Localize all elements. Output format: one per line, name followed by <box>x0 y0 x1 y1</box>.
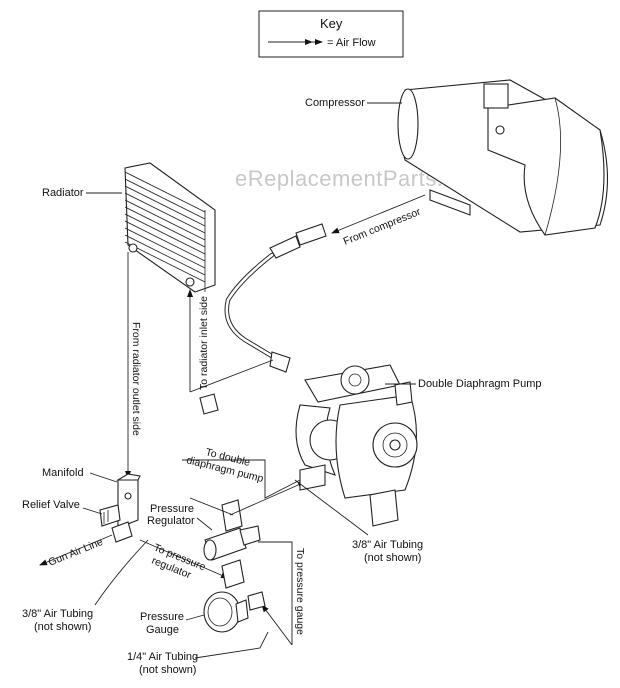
from-compressor-label: From compressor <box>342 206 423 248</box>
to-pressure-gauge-arrow <box>261 604 293 646</box>
gun-air-fitting <box>111 521 133 543</box>
to-gauge-leader <box>258 541 293 645</box>
double-diaphragm-pump <box>295 364 418 527</box>
air-tubing-right-leader <box>294 479 369 536</box>
pump-label: Double Diaphragm Pump <box>418 378 542 390</box>
air-tubing-14-leader <box>194 631 269 659</box>
to-pump-arrow <box>229 481 306 516</box>
key-arrow-label: = Air Flow <box>327 37 376 49</box>
relief-valve <box>99 504 121 527</box>
air-tubing-38-right-label-1: 3/8" Air Tubing <box>352 539 423 551</box>
air-tubing-14-label-1: 1/4" Air Tubing <box>127 651 198 663</box>
gun-air-line-arrow <box>39 534 113 566</box>
pressure-regulator-label-2: Regulator <box>147 515 195 527</box>
gun-air-line-label: Gun Air Line <box>47 536 105 569</box>
from-compressor-arrow <box>331 194 426 234</box>
to-pressure-regulator-arrow <box>139 539 229 579</box>
pressure-gauge-label-1: Pressure <box>140 611 184 623</box>
relief-valve-label: Relief Valve <box>22 499 80 511</box>
key-title: Key <box>320 16 343 31</box>
compressor-label: Compressor <box>305 97 365 109</box>
pressure-gauge <box>203 591 266 633</box>
from-radiator-outlet-label: From radiator outlet side <box>130 322 142 436</box>
air-tubing-left-leader <box>94 539 149 606</box>
to-pump-leader <box>182 459 301 499</box>
compressor-hose <box>224 223 327 373</box>
compressor <box>397 79 609 236</box>
radiator-inlet-fitting <box>199 393 219 415</box>
air-tubing-14-label-2: (not shown) <box>139 664 196 676</box>
pressure-regulator <box>203 499 261 589</box>
pressure-regulator-label-1: Pressure <box>150 503 194 515</box>
manifold-label: Manifold <box>42 467 84 479</box>
pressure-gauge-label-2: Gauge <box>146 624 179 636</box>
to-radiator-inlet-label: To radiator inlet side <box>198 296 210 390</box>
radiator-label: Radiator <box>42 187 84 199</box>
air-tubing-38-right-label-2: (not shown) <box>364 552 421 564</box>
to-pressure-gauge-label: To pressure gauge <box>294 548 306 635</box>
air-tubing-38-left-label-1: 3/8" Air Tubing <box>22 608 93 620</box>
radiator <box>124 162 216 293</box>
manifold <box>116 473 141 529</box>
air-tubing-38-left-label-2: (not shown) <box>34 621 91 633</box>
key-box: Key = Air Flow <box>258 10 404 58</box>
